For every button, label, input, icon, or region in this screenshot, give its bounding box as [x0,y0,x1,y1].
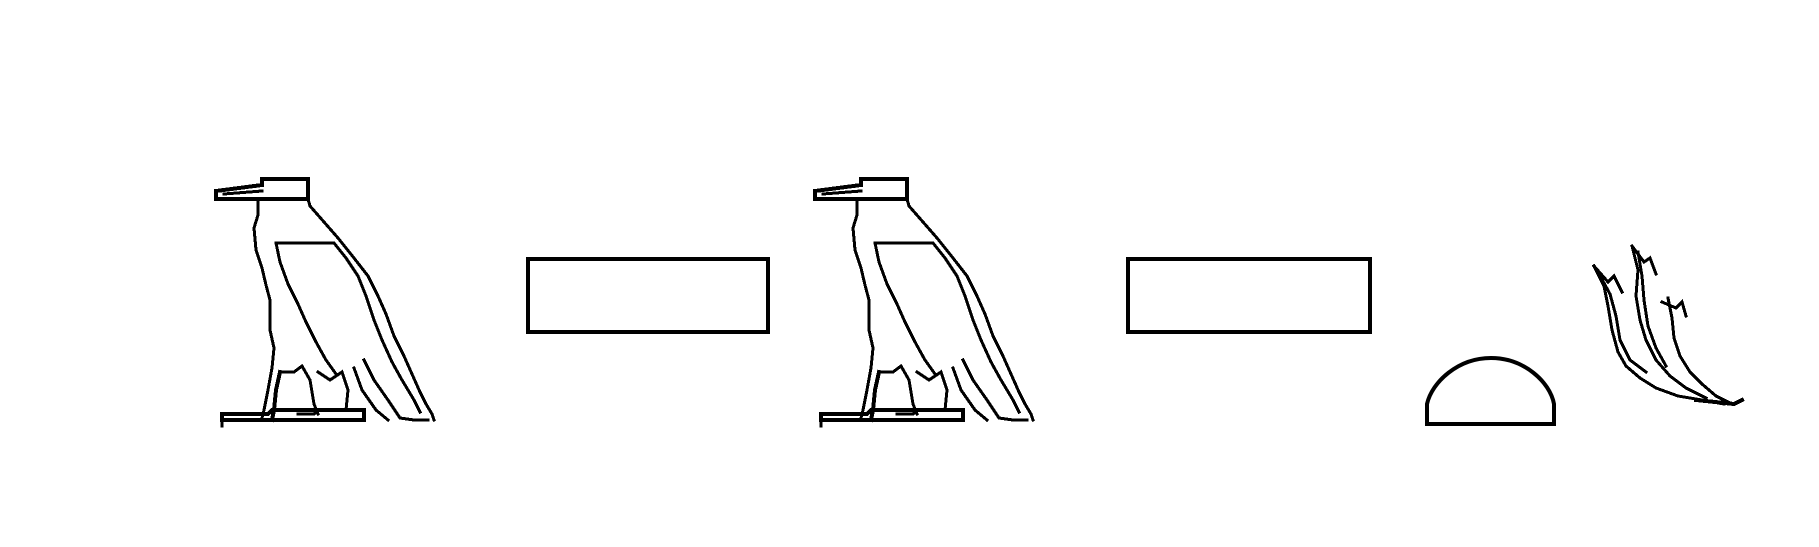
half-circle-bread-glyph [1425,355,1556,426]
rectangle-glyph [1126,257,1372,334]
vulture-glyph [214,177,436,428]
rectangle-glyph [526,257,770,334]
vulture-glyph [813,177,1035,428]
reed-plant-glyph [1592,244,1744,406]
